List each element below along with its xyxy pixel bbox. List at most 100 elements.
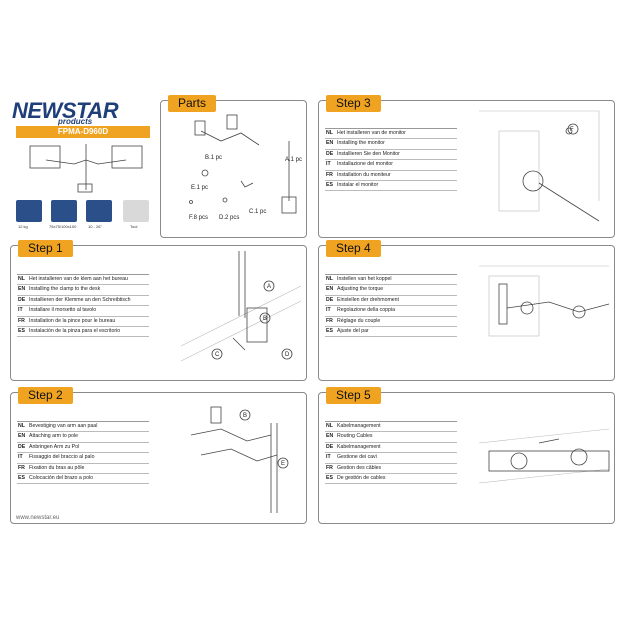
model-number: FPMA-D960D bbox=[16, 126, 150, 138]
language-code: EN bbox=[326, 286, 334, 293]
instruction-text: Gestion des câbles bbox=[337, 464, 382, 471]
language-row: NL Bevestiging van arm aan paal bbox=[17, 422, 149, 433]
instruction-text: Installieren der Klemme an den Schreibti… bbox=[29, 296, 131, 303]
language-code: EN bbox=[326, 140, 334, 147]
callout-d: D bbox=[285, 352, 290, 358]
instruction-text: Anbringen Arm zu Pol bbox=[29, 443, 80, 450]
language-code: ES bbox=[326, 181, 333, 188]
brand-logo: NEWSTAR products bbox=[12, 98, 152, 130]
instruction-text: Einstellen der drehmoment bbox=[337, 296, 399, 303]
language-code: NL bbox=[326, 276, 333, 282]
instruction-text: Kabelmanagement bbox=[337, 423, 381, 429]
step-5-illustration bbox=[478, 428, 610, 484]
step-2-panel: Step 2 NL Bevestiging van arm aan paal EN… bbox=[10, 387, 307, 524]
language-code: DE bbox=[18, 443, 26, 450]
part-label-c: C.1 pc bbox=[249, 209, 266, 215]
spec-icons: 12 kg 75x75/100x100 10 - 26" Tool bbox=[16, 200, 150, 232]
language-code: NL bbox=[18, 276, 25, 282]
callout-f: F bbox=[570, 127, 574, 133]
step-1-illustration: A B C D bbox=[180, 251, 302, 362]
callout-b: B bbox=[243, 413, 247, 419]
spec-label-vesa: 75x75/100x100 bbox=[49, 224, 77, 229]
language-code: ES bbox=[18, 474, 25, 481]
vesa-icon bbox=[51, 200, 77, 222]
instruction-text: Attaching arm to pole bbox=[29, 433, 79, 440]
language-code: IT bbox=[326, 161, 331, 168]
instruction-text: Ajuste del par bbox=[337, 327, 369, 334]
step-2-illustration: B E bbox=[190, 406, 289, 513]
language-code: IT bbox=[18, 454, 23, 461]
language-row: FR Installation du moniteur bbox=[325, 171, 457, 181]
part-label-b: B.1 pc bbox=[205, 155, 222, 161]
instruction-text: Instalación de la pinza para el escritor… bbox=[29, 327, 121, 334]
language-code: EN bbox=[18, 286, 26, 293]
instruction-text: Kabelmanagement bbox=[337, 443, 381, 450]
step-5-title: Step 5 bbox=[326, 387, 381, 404]
part-label-f: F.8 pcs bbox=[189, 215, 208, 221]
instruction-text: Fixation du bras au pôle bbox=[29, 464, 85, 471]
step-1-title: Step 1 bbox=[18, 240, 73, 257]
language-code: IT bbox=[326, 307, 331, 314]
instruction-text: Installation du moniteur bbox=[337, 171, 391, 178]
instruction-text: Installing the clamp to the desk bbox=[29, 286, 101, 293]
part-label-d: D.2 pcs bbox=[219, 215, 239, 221]
website-url: www.newstar.eu bbox=[16, 515, 60, 521]
language-code: FR bbox=[326, 171, 333, 178]
spec-label-tool: Tool bbox=[130, 224, 138, 229]
language-code: NL bbox=[326, 423, 333, 429]
language-code: ES bbox=[326, 327, 333, 334]
instruction-text: Installieren Sie den Monitor bbox=[337, 150, 400, 157]
instruction-text: Bevestiging van arm aan paal bbox=[29, 423, 98, 429]
instruction-text: Instellen van het koppel bbox=[337, 276, 392, 282]
instruction-text: De gestión de cables bbox=[337, 474, 386, 481]
spec-label-screen: 10 - 26" bbox=[88, 224, 102, 229]
instruction-text: Regolazione della coppia bbox=[337, 307, 395, 314]
product-overview-illustration bbox=[29, 144, 143, 193]
step-3-title: Step 3 bbox=[326, 95, 381, 112]
language-row: NL Instellen van het koppel bbox=[325, 275, 457, 286]
language-row: IT Fissaggio del braccio al palo bbox=[17, 453, 149, 464]
instruction-text: Instalar el monitor bbox=[337, 181, 379, 188]
part-label-a: A.1 pc bbox=[285, 157, 302, 163]
language-code: IT bbox=[18, 307, 23, 314]
step-4-illustration bbox=[479, 265, 610, 337]
step-2-title: Step 2 bbox=[18, 387, 73, 404]
language-row: ES Instalar el monitor bbox=[325, 181, 457, 192]
parts-panel: Parts B.1 pc A.1 pc E.1 pc F.8 pcs D.2 p… bbox=[160, 95, 307, 238]
language-row: ES Colocación del brazo a polo bbox=[17, 474, 149, 485]
instruction-text: Colocación del brazo a polo bbox=[29, 474, 94, 481]
language-code: EN bbox=[18, 433, 26, 440]
instruction-text: Routing Cables bbox=[337, 433, 373, 440]
instruction-text: Fissaggio del braccio al palo bbox=[29, 454, 95, 461]
part-label-e: E.1 pc bbox=[191, 185, 208, 191]
callout-c: C bbox=[215, 352, 220, 358]
language-code: NL bbox=[18, 423, 25, 429]
weight-icon bbox=[16, 200, 42, 222]
callout-a: A bbox=[267, 284, 271, 290]
instruction-text: Réglage du couple bbox=[337, 317, 381, 324]
logo-subtext: products bbox=[58, 117, 93, 126]
language-code: FR bbox=[18, 464, 25, 471]
instruction-text: Gestione dei cavi bbox=[337, 454, 377, 461]
language-code: FR bbox=[326, 317, 333, 324]
